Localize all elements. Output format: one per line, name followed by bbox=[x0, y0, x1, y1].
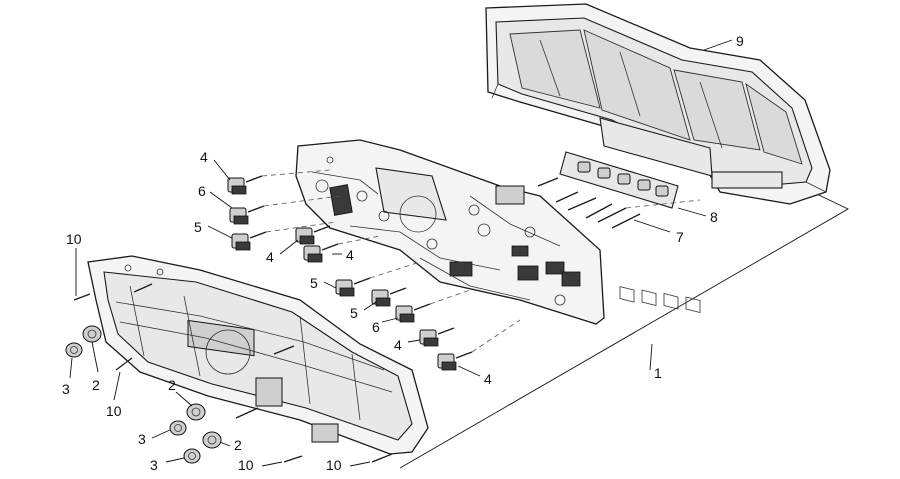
callout-4-lower: 4 bbox=[394, 337, 402, 353]
bulb-holder-9 bbox=[419, 327, 455, 347]
leader-lines bbox=[69, 39, 733, 467]
callout-7: 7 bbox=[676, 229, 684, 245]
callout-4-bottom: 4 bbox=[484, 371, 492, 387]
callout-2-mid: 2 bbox=[168, 377, 176, 393]
callout-5-lower: 5 bbox=[350, 305, 358, 321]
callout-10-bottom: 10 bbox=[238, 457, 254, 473]
callout-10-left: 10 bbox=[106, 403, 122, 419]
nut-bottom-2 bbox=[183, 448, 201, 464]
pad-button-5 bbox=[655, 185, 669, 197]
pad-button-1 bbox=[577, 161, 591, 173]
screws-part10 bbox=[73, 293, 393, 463]
bulb-holder-7 bbox=[371, 287, 407, 307]
bulb-holder-5 bbox=[303, 243, 339, 263]
button-pad bbox=[559, 151, 679, 209]
nut-bottom-1 bbox=[169, 420, 187, 436]
grommet-bottom-2 bbox=[202, 431, 222, 449]
callout-5-mid: 5 bbox=[310, 275, 318, 291]
nut-left bbox=[65, 342, 83, 358]
callout-10-top: 10 bbox=[66, 231, 82, 247]
callout-6-lower: 6 bbox=[372, 319, 380, 335]
callout-6-top: 6 bbox=[198, 183, 206, 199]
callout-2-left: 2 bbox=[92, 377, 100, 393]
pad-button-4 bbox=[637, 179, 651, 191]
callout-3-mid: 3 bbox=[138, 431, 146, 447]
bulb-holder-6 bbox=[335, 277, 371, 297]
pad-button-2 bbox=[597, 167, 611, 179]
bulb-holder-8 bbox=[395, 303, 431, 323]
callout-4-right: 4 bbox=[346, 247, 354, 263]
grommet-bottom-1 bbox=[186, 403, 206, 421]
callout-labels: 9 8 7 1 4 6 5 4 4 5 5 6 4 4 5 10 2 3 10 … bbox=[62, 33, 744, 473]
callout-5-top: 5 bbox=[194, 219, 202, 235]
callout-4-top: 4 bbox=[200, 149, 208, 165]
screws-part7 bbox=[537, 177, 641, 229]
bulb-holder-2 bbox=[229, 205, 265, 225]
bulb-holder-10 bbox=[437, 351, 473, 371]
callout-1: 1 bbox=[654, 365, 662, 381]
rear-housing-cover bbox=[485, 3, 831, 314]
bulb-holder-1 bbox=[227, 175, 263, 195]
callout-10-right: 10 bbox=[326, 457, 342, 473]
callout-9: 9 bbox=[736, 33, 744, 49]
callout-3-left: 3 bbox=[62, 381, 70, 397]
callout-8: 8 bbox=[710, 209, 718, 225]
circuit-board bbox=[295, 139, 605, 325]
alignment-lines bbox=[261, 169, 701, 353]
bulb-holders bbox=[227, 175, 473, 371]
callout-3-bottom: 3 bbox=[150, 457, 158, 473]
grommet-left bbox=[82, 325, 102, 343]
front-housing bbox=[87, 255, 429, 455]
bulb-holder-3 bbox=[231, 231, 267, 251]
callout-4-mid: 4 bbox=[266, 249, 274, 265]
bulb-holder-4 bbox=[295, 225, 331, 245]
pad-button-3 bbox=[617, 173, 631, 185]
callout-2-bottom: 2 bbox=[234, 437, 242, 453]
grommets-and-nuts bbox=[65, 325, 222, 464]
